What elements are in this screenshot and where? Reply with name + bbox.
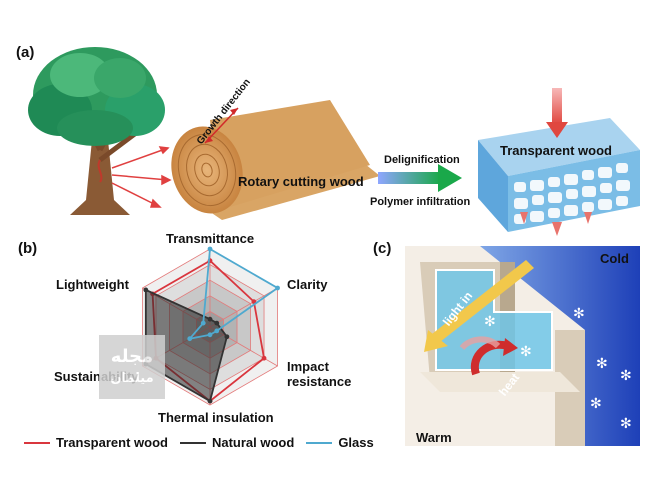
radar-axis-label: Impact resistance — [287, 359, 352, 389]
radar-point — [261, 355, 267, 361]
radar-axis-line — [209, 287, 278, 328]
watermark-line: میلمان — [110, 370, 154, 385]
radar-point — [275, 285, 280, 291]
polymer-infiltration-label: Polymer infiltration — [370, 196, 471, 208]
rotary-cutting-label: Rotary cutting wood — [238, 174, 364, 189]
legend-label: Transparent wood — [56, 435, 168, 450]
radar-axis-label: Lightweight — [56, 277, 129, 292]
radar-point — [200, 320, 206, 326]
radar-point — [207, 246, 213, 252]
watermark-logo: مجله میلمان — [99, 335, 165, 399]
radar-axis-label: Clarity — [287, 277, 328, 292]
svg-text:✻: ✻ — [520, 344, 532, 360]
legend-swatch — [24, 441, 50, 444]
svg-text:✻: ✻ — [484, 314, 496, 330]
svg-text:✻: ✻ — [590, 396, 602, 412]
legend-item: Glass — [306, 435, 374, 450]
transparent-wood-block — [478, 88, 640, 236]
wood-log-illustration — [171, 100, 380, 220]
svg-text:✻: ✻ — [620, 416, 632, 432]
radar-point — [187, 336, 193, 342]
radar-point — [143, 287, 149, 293]
tree-illustration — [28, 47, 165, 215]
window-scene: ✻ ✻ ✻ ✻ ✻ ✻ ✻ — [405, 246, 640, 446]
legend-label: Glass — [338, 435, 374, 450]
legend-swatch — [306, 441, 333, 444]
radar-point — [207, 398, 213, 404]
radar-point — [207, 332, 213, 338]
watermark-line: مجله — [110, 346, 154, 366]
radar-point — [207, 316, 213, 322]
legend-swatch — [179, 441, 206, 444]
svg-text:✻: ✻ — [596, 356, 608, 372]
cold-label: Cold — [600, 251, 629, 266]
panel-label-c: (c) — [373, 240, 392, 257]
radar-point — [214, 328, 220, 334]
transparent-wood-label: Transparent wood — [500, 143, 612, 158]
svg-text:✻: ✻ — [620, 368, 632, 384]
process-arrow — [378, 164, 462, 192]
radar-point — [214, 320, 220, 326]
chart-legend: Transparent wood Natural wood Glass — [24, 435, 374, 450]
delignification-label: Delignification — [384, 154, 460, 166]
legend-label: Natural wood — [211, 435, 295, 450]
svg-text:✻: ✻ — [573, 306, 585, 322]
tree-arrows — [111, 146, 172, 208]
legend-item: Natural wood — [179, 435, 295, 450]
legend-item: Transparent wood — [24, 435, 168, 450]
panel-label-a: (a) — [16, 44, 35, 61]
warm-label: Warm — [416, 430, 452, 445]
radar-point — [224, 334, 230, 340]
radar-chart — [142, 246, 280, 406]
panel-label-b: (b) — [18, 240, 38, 257]
radar-axis-label: Transmittance — [166, 231, 255, 246]
radar-axis-label: Thermal insulation — [158, 410, 274, 425]
